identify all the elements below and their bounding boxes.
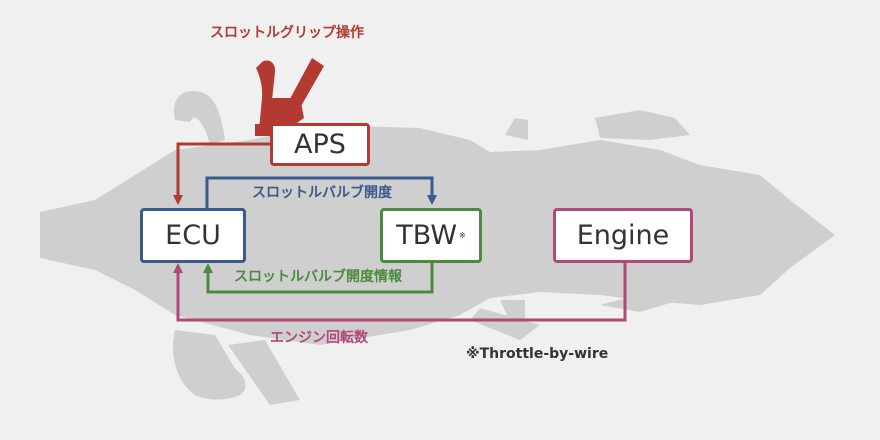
ecu-to-tbw-arrow: [205, 176, 437, 208]
ecu-label: ECU: [165, 220, 221, 251]
valve-opening-label: スロットルバルブ開度: [252, 185, 392, 201]
aps-to-ecu-arrow: [173, 142, 272, 205]
tbw-box: TBW ※: [380, 208, 482, 263]
tbw-note-mark: ※: [459, 231, 466, 240]
throttle-grip-label: スロットルグリップ操作: [210, 25, 364, 41]
footnote: ※Throttle-by-wire: [466, 346, 609, 362]
ecu-box: ECU: [140, 208, 246, 263]
tbw-label: TBW: [396, 220, 458, 251]
aps-label: APS: [294, 129, 346, 160]
engine-label: Engine: [576, 220, 670, 251]
engine-to-ecu-arrow: [173, 262, 627, 322]
engine-rpm-label: エンジン回転数: [270, 330, 368, 346]
aps-box: APS: [270, 123, 370, 166]
valve-opening-info-label: スロットルバルブ開度情報: [234, 269, 402, 285]
engine-box: Engine: [553, 208, 693, 263]
tbw-to-ecu-arrow: [203, 263, 434, 294]
